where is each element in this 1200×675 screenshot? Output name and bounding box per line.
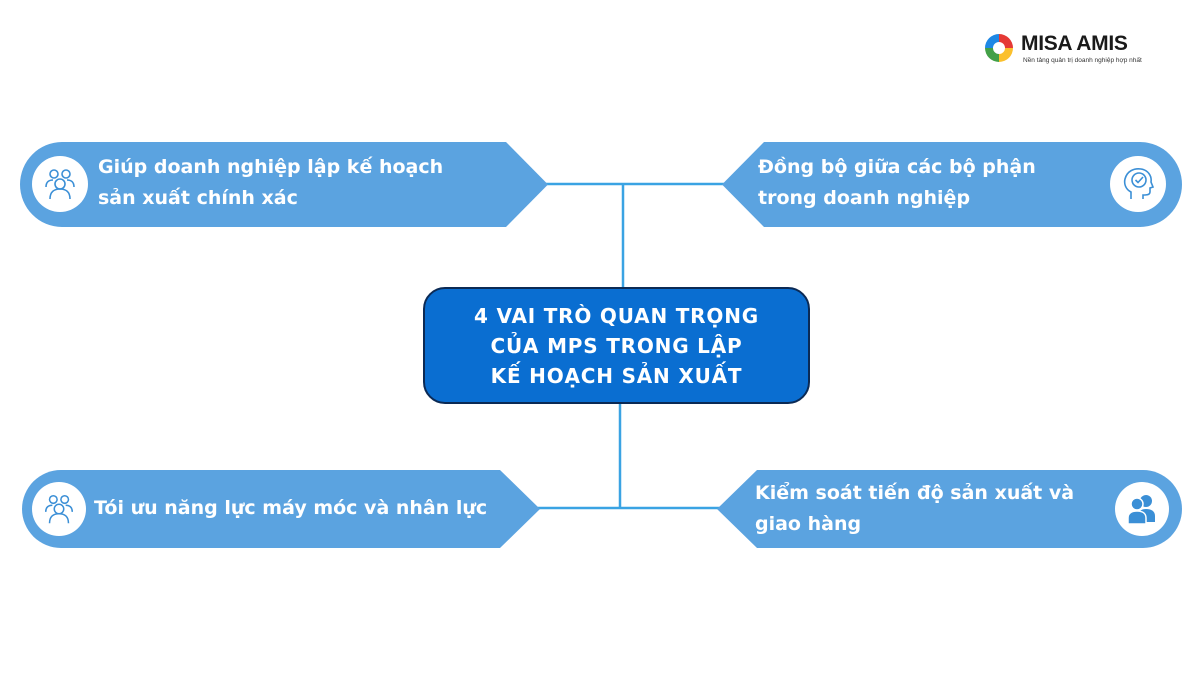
brand-logo: MISA AMIS Nền tảng quản trị doanh nghiệp… — [983, 30, 1153, 70]
card-top-left-shape — [20, 142, 548, 227]
card-top-right-text: Đồng bộ giữa các bộ phận trong doanh ngh… — [758, 156, 1036, 209]
team-meeting-icon — [32, 156, 88, 212]
card-bottom-right-text: Kiểm soát tiến độ sản xuất và giao hàng — [755, 482, 1075, 535]
card-top-left-text: Giúp doanh nghiệp lập kế hoạch sản xuất … — [98, 156, 444, 209]
card-bottom-left-shape — [22, 470, 540, 548]
card-bottom-left: Tói ưu năng lực máy móc và nhân lực — [22, 470, 540, 548]
users-icon — [1115, 482, 1169, 536]
card-top-left: Giúp doanh nghiệp lập kế hoạch sản xuất … — [20, 142, 548, 227]
brand-tagline: Nền tảng quản trị doanh nghiệp hợp nhất — [1023, 57, 1142, 64]
card-top-right: Đồng bộ giữa các bộ phận trong doanh ngh… — [722, 142, 1182, 227]
center-title: 4 VAI TRÒ QUAN TRỌNG CỦA MPS TRONG LẬP K… — [474, 303, 759, 388]
card-bottom-right: Kiểm soát tiến độ sản xuất và giao hàng — [717, 470, 1182, 548]
card-bottom-right-shape — [717, 470, 1182, 548]
brand-name: MISA AMIS — [1021, 32, 1128, 55]
team-meeting-icon — [32, 482, 86, 536]
head-check-icon — [1110, 156, 1166, 212]
misa-amis-logo-icon — [985, 34, 1013, 62]
card-bottom-left-text: Tói ưu năng lực máy móc và nhân lực — [94, 497, 488, 519]
card-top-right-shape — [722, 142, 1182, 227]
center-title-box: 4 VAI TRÒ QUAN TRỌNG CỦA MPS TRONG LẬP K… — [423, 287, 810, 404]
